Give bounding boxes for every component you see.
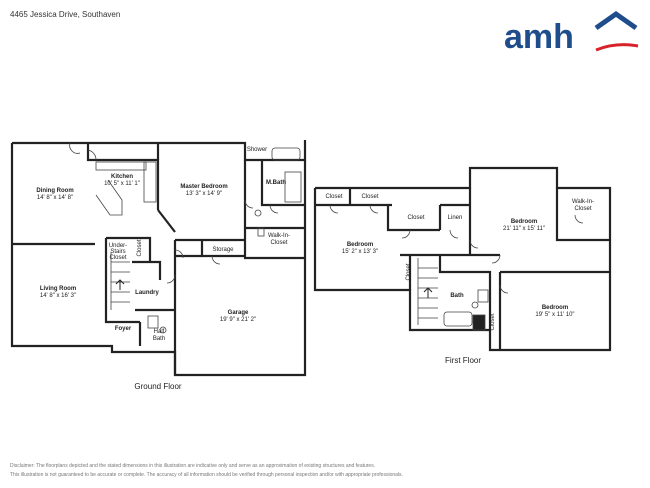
ground-floor-labels: Dining Room 14' 8" x 14' 8" Kitchen 10' …	[36, 147, 290, 391]
understairs-label-3: Closet	[109, 255, 126, 261]
kitchen-dims: 10' 5" x 11' 1"	[104, 181, 140, 187]
master-bedroom-dims: 13' 3" x 14' 9"	[186, 191, 222, 197]
door-swing-icon	[329, 204, 339, 214]
bedroom1-dims: 15' 2" x 13' 3"	[342, 249, 378, 255]
understairs-label-2: Stairs	[110, 249, 125, 255]
linen-label: Linen	[448, 215, 463, 221]
door-swing-icon	[491, 254, 501, 264]
walkin2-label-2: Closet	[574, 206, 591, 212]
vanity	[284, 171, 302, 203]
kitchen-island	[95, 179, 123, 216]
half-bath-sink	[147, 315, 159, 329]
door-swing-icon	[211, 255, 221, 265]
property-address: 4465 Jessica Drive, Southaven	[10, 10, 121, 19]
master-bedroom-label: Master Bedroom	[180, 184, 227, 190]
stairs-up-arrow-icon	[115, 279, 125, 290]
brand-name: amh	[504, 18, 574, 54]
door-swing-icon	[87, 149, 97, 161]
first-floor-details	[329, 204, 584, 331]
walkin-closet-label-2: Closet	[270, 240, 287, 246]
door-swing-icon	[401, 229, 411, 239]
bedroom1-label: Bedroom	[347, 242, 373, 248]
half-bath-label-1: Half	[154, 329, 165, 335]
dark-fixture	[472, 314, 486, 331]
disclaimer: Disclaimer: The floorplans depicted and …	[10, 462, 530, 480]
door-swing-icon	[174, 249, 184, 259]
bedroom2-label: Bedroom	[511, 219, 537, 225]
understairs-label-1: Under-	[109, 243, 127, 249]
kitchen-counter	[143, 161, 157, 203]
garage-label: Garage	[228, 310, 249, 316]
door-swing-icon	[469, 239, 479, 249]
bedroom2-dims: 21' 11" x 15' 11"	[503, 226, 545, 232]
bathtub	[443, 311, 473, 327]
half-bath-label-2: Bath	[153, 336, 165, 342]
living-room-dims: 14' 8" x 16' 3"	[40, 293, 76, 299]
storage-label: Storage	[212, 247, 234, 253]
living-room-label: Living Room	[40, 286, 76, 292]
disclaimer-line-1: Disclaimer: The floorplans depicted and …	[10, 463, 376, 469]
bathtub	[271, 147, 301, 161]
closet-label: Closet	[137, 239, 143, 256]
amh-logo: amh	[504, 10, 639, 54]
ground-floor-label: Ground Floor	[134, 382, 181, 391]
shower-label: Shower	[247, 147, 267, 153]
half-bath-toilet-icon	[159, 326, 167, 334]
foyer-label: Foyer	[115, 326, 132, 332]
first-floor-walls	[313, 166, 612, 352]
closet-a-label: Closet	[325, 194, 342, 200]
kitchen-counter-top	[95, 161, 147, 171]
stairs-up-arrow-icon	[423, 287, 433, 298]
garage-dims: 19' 9" x 21' 2"	[220, 317, 256, 323]
sink	[477, 289, 489, 303]
door-swing-icon	[449, 229, 459, 239]
mbath-label: M.Bath	[266, 180, 286, 186]
toilet-icon	[471, 301, 479, 309]
door-swing-icon	[166, 274, 176, 284]
dining-room-dims: 14' 8" x 14' 8"	[37, 195, 73, 201]
closet-d-label: Closet	[406, 263, 412, 280]
door-swing-icon	[574, 214, 584, 224]
first-floor-labels: Closet Closet Closet Linen Bedroom 15' 2…	[325, 194, 594, 365]
toilet-icon	[254, 209, 262, 217]
first-floor-label: First Floor	[445, 356, 481, 365]
closet-c-label: Closet	[407, 215, 424, 221]
walkin2-label-1: Walk-In-	[572, 199, 594, 205]
kitchen-label: Kitchen	[111, 174, 133, 180]
house-roof-icon	[594, 10, 638, 31]
door-swing-icon	[369, 204, 379, 214]
water-heater	[257, 227, 265, 237]
ground-floor-details	[69, 142, 302, 334]
door-swing-icon	[244, 199, 254, 209]
laundry-label: Laundry	[135, 290, 159, 296]
bedroom3-dims: 19' 5" x 11' 10"	[535, 312, 574, 318]
door-swing-icon	[499, 284, 509, 294]
disclaimer-line-2: This illustration is not guaranteed to b…	[10, 472, 403, 478]
bedroom3-label: Bedroom	[542, 305, 568, 311]
dining-room-label: Dining Room	[36, 188, 73, 194]
closet-b-label: Closet	[361, 194, 378, 200]
bath-label: Bath	[450, 293, 464, 299]
red-swoosh-icon	[595, 43, 639, 52]
ground-floor-walls	[10, 140, 307, 377]
walkin-closet-label-1: Walk-In-	[268, 233, 290, 239]
door-swing-icon	[269, 204, 279, 214]
closet-e-label: Closet	[490, 313, 496, 330]
door-swing-icon	[69, 142, 81, 154]
